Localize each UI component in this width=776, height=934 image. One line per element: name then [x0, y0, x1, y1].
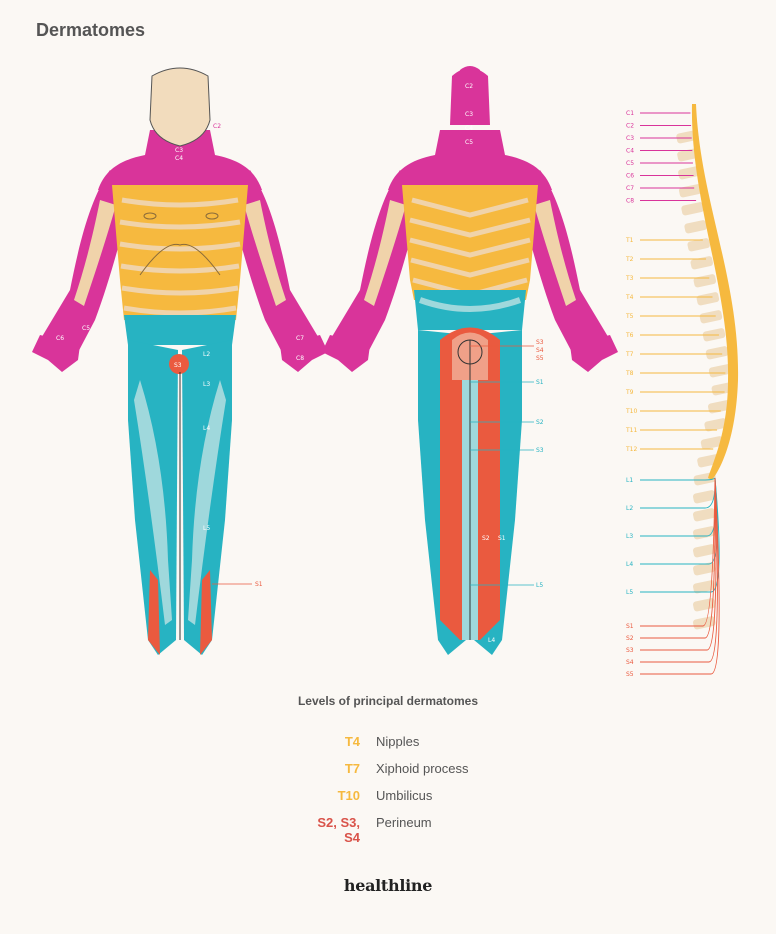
- legend-row: T4 Nipples: [300, 734, 469, 761]
- back-leg-label: L5: [536, 582, 543, 589]
- spine-level-label: T2: [625, 256, 634, 263]
- vertebra-shape: [678, 184, 702, 198]
- spine-level-label: L2: [626, 505, 633, 512]
- front-neck-label: C4: [175, 155, 183, 162]
- legend-code: T4: [300, 734, 376, 749]
- spine-level-label: L4: [626, 561, 633, 568]
- spine-level-label: C3: [626, 135, 634, 142]
- vertebra-shape: [684, 220, 708, 234]
- front-leg-label: L3: [203, 381, 210, 388]
- spinal-nerve-line: [640, 478, 715, 638]
- spine-level-label: C2: [626, 123, 634, 130]
- back-thigh-label: S2: [482, 535, 490, 542]
- back-head-label: C5: [465, 139, 473, 146]
- brand-logo: healthline: [0, 876, 776, 895]
- spine-level-label: T11: [625, 427, 637, 434]
- spine-level-label: C7: [626, 185, 634, 192]
- spine-level-label: T9: [625, 389, 634, 396]
- legend-code: S2, S3, S4: [300, 815, 376, 845]
- back-thigh-label: S1: [498, 535, 506, 542]
- vertebra-shape: [705, 346, 729, 360]
- spine-level-label: L1: [626, 477, 633, 484]
- spine-level-label: S1: [626, 623, 634, 630]
- spine-level-label: T5: [625, 313, 634, 320]
- legend: T4 Nipples T7 Xiphoid process T10 Umbili…: [300, 734, 469, 842]
- spine-level-label: T1: [625, 237, 634, 244]
- spine-level-label: T8: [625, 370, 634, 377]
- spine-level-label: T10: [625, 408, 637, 415]
- back-sacral-label: S4: [536, 347, 544, 354]
- spine-level-label: C1: [626, 110, 634, 117]
- legend-row: S2, S3, S4 Perineum: [300, 815, 469, 842]
- dermatome-figure: C1C2C3C4C5C6C7C8T1T2T3T4T5T6T7T8T9T10T11…: [0, 0, 776, 700]
- spine-level-label: S4: [626, 659, 634, 666]
- front-leg-label: L4: [203, 425, 210, 432]
- front-foot-label: S1: [255, 581, 263, 588]
- back-head-label: C4: [465, 125, 473, 132]
- front-hand-label: C7: [296, 335, 304, 342]
- vertebra-shape: [692, 508, 716, 522]
- spine-level-label: C6: [626, 173, 634, 180]
- spine-level-label: T4: [625, 294, 634, 301]
- vertebra-shape: [692, 526, 716, 540]
- vertebra-shape: [692, 544, 716, 558]
- vertebra-shape: [692, 616, 716, 630]
- vertebra-shape: [696, 292, 720, 306]
- spine-level-label: L5: [626, 589, 633, 596]
- legend-name: Perineum: [376, 815, 432, 830]
- spine-level-label: S2: [626, 635, 634, 642]
- back-body: [322, 66, 618, 655]
- back-head-label: C2: [465, 83, 473, 90]
- front-leg-label: L2: [203, 351, 210, 358]
- back-sacral-label: S5: [536, 355, 544, 362]
- back-leg-label: S3: [536, 447, 544, 454]
- front-groin-label: S3: [174, 362, 182, 369]
- back-head-label: C3: [465, 111, 473, 118]
- spine-level-label: T6: [625, 332, 634, 339]
- spine-level-label: T12: [625, 446, 637, 453]
- back-low-label: L4: [488, 637, 495, 644]
- spine-level-label: L3: [626, 533, 633, 540]
- vertebra-shape: [699, 310, 723, 324]
- spine-level-label: T3: [625, 275, 634, 282]
- legend-name: Nipples: [376, 734, 419, 749]
- legend-title: Levels of principal dermatomes: [0, 694, 776, 708]
- legend-code: T7: [300, 761, 376, 776]
- spine-level-label: S3: [626, 647, 634, 654]
- back-leg-label: S1: [536, 379, 544, 386]
- legend-code: T10: [300, 788, 376, 803]
- spinal-nerve-line: [640, 478, 716, 536]
- vertebra-shape: [690, 256, 714, 270]
- front-hand-label: C8: [296, 355, 304, 362]
- legend-row: T10 Umbilicus: [300, 788, 469, 815]
- spine-level-label: T7: [625, 351, 634, 358]
- back-sacral-label: S3: [536, 339, 544, 346]
- legend-name: Umbilicus: [376, 788, 432, 803]
- legend-row: T7 Xiphoid process: [300, 761, 469, 788]
- front-arm-label: C5: [82, 325, 90, 332]
- spine-level-label: C8: [626, 198, 634, 205]
- vertebra-shape: [681, 202, 705, 216]
- front-leg-label: L5: [203, 525, 210, 532]
- spine-level-label: C5: [626, 160, 634, 167]
- front-neck-label: C3: [175, 147, 183, 154]
- front-hand-label: C6: [56, 335, 64, 342]
- spine-level-label: S5: [626, 671, 634, 678]
- back-leg-label: S2: [536, 419, 544, 426]
- spine-diagram: C1C2C3C4C5C6C7C8T1T2T3T4T5T6T7T8T9T10T11…: [625, 104, 738, 678]
- vertebra-shape: [693, 274, 717, 288]
- legend-name: Xiphoid process: [376, 761, 469, 776]
- front-face-label: C2: [213, 123, 221, 130]
- spine-level-label: C4: [626, 148, 634, 155]
